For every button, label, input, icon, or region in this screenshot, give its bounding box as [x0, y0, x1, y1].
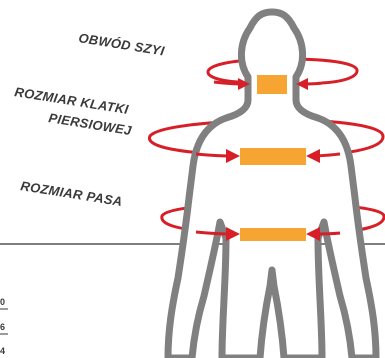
waist-label: ROZMIAR PASA	[20, 178, 124, 209]
edge-mark-1: 0	[0, 297, 5, 307]
chest-band	[240, 148, 306, 165]
neck-band	[257, 75, 287, 94]
waist-band	[240, 228, 306, 241]
edge-mark-3: 4	[0, 346, 5, 356]
neck-label: OBWÓD SZYI	[78, 30, 166, 58]
chest-label-line1: ROZMIAR KLATKI	[14, 84, 130, 117]
edge-mark-2: 6	[0, 322, 5, 332]
